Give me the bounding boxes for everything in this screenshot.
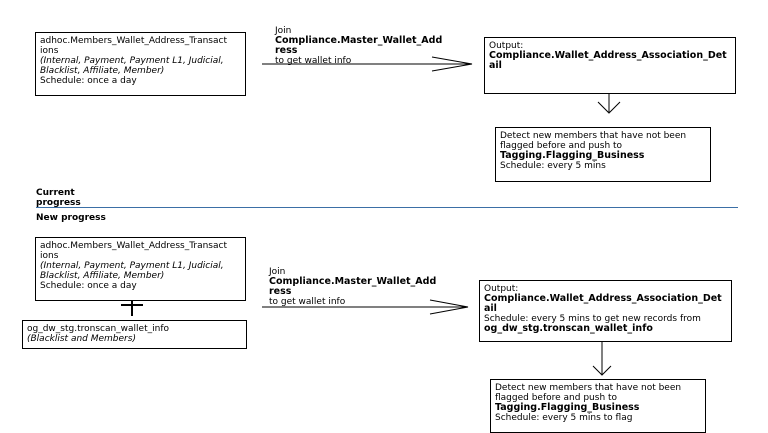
top-join-title: Join — [275, 26, 292, 36]
bottom-output-box: Output: Compliance.Wallet_Address_Associ… — [479, 280, 732, 342]
bottom-source-box: adhoc.Members_Wallet_Address_Transact io… — [35, 237, 246, 301]
top-output-label: Output: — [489, 41, 524, 51]
top-detect-text: Detect new members that have not been fl… — [500, 131, 687, 151]
bottom-join-label: Join Compliance.Master_Wallet_Add ress t… — [269, 267, 449, 307]
bottom-output-table: Compliance.Wallet_Address_Association_De… — [484, 293, 722, 314]
bottom-join-purpose: to get wallet info — [269, 297, 346, 307]
top-join-table: Compliance.Master_Wallet_Add ress — [275, 35, 443, 56]
new-progress-label: New progress — [36, 213, 106, 223]
bottom-join-table: Compliance.Master_Wallet_Add ress — [269, 276, 437, 297]
bottom-output-source: og_dw_stg.tronscan_wallet_info — [484, 323, 653, 334]
top-source-box: adhoc.Members_Wallet_Address_Transact io… — [35, 32, 246, 96]
bottom-join-arrowhead — [429, 299, 469, 315]
bottom-tronscan-types: (Blacklist and Members) — [27, 334, 136, 344]
top-detect-box: Detect new members that have not been fl… — [495, 127, 711, 182]
top-output-table: Compliance.Wallet_Address_Association_De… — [489, 50, 727, 71]
bottom-detect-table: Tagging.Flagging_Business — [495, 402, 640, 413]
bottom-tronscan-box: og_dw_stg.tronscan_wallet_info (Blacklis… — [22, 320, 247, 349]
bottom-source-types: (Internal, Payment, Payment L1, Judicial… — [40, 261, 224, 281]
top-detect-schedule: Schedule: every 5 mins — [500, 161, 606, 171]
top-source-types: (Internal, Payment, Payment L1, Judicial… — [40, 56, 224, 76]
bottom-output-down-arrowhead — [592, 365, 612, 376]
top-source-schedule: Schedule: once a day — [40, 76, 137, 86]
top-source-table: adhoc.Members_Wallet_Address_Transact io… — [40, 36, 227, 56]
bottom-detect-text: Detect new members that have not been fl… — [495, 383, 682, 403]
bottom-source-schedule: Schedule: once a day — [40, 281, 137, 291]
bottom-join-title: Join — [269, 267, 286, 277]
top-join-purpose: to get wallet info — [275, 56, 352, 66]
bottom-detect-box: Detect new members that have not been fl… — [490, 379, 706, 433]
bottom-source-table: adhoc.Members_Wallet_Address_Transact io… — [40, 241, 227, 261]
current-progress-label: Current progress — [36, 188, 81, 208]
bottom-output-label: Output: — [484, 284, 519, 294]
bottom-tronscan-table: og_dw_stg.tronscan_wallet_info — [27, 324, 170, 334]
bottom-detect-schedule: Schedule: every 5 mins to flag — [495, 413, 633, 423]
top-join-label: Join Compliance.Master_Wallet_Add ress t… — [275, 26, 450, 66]
bottom-output-schedule: Schedule: every 5 mins to get new record… — [484, 314, 701, 324]
top-output-down-arrowhead — [597, 101, 621, 114]
top-output-box: Output: Compliance.Wallet_Address_Associ… — [484, 37, 736, 94]
top-join-arrowhead — [431, 56, 473, 72]
top-detect-table: Tagging.Flagging_Business — [500, 150, 645, 161]
